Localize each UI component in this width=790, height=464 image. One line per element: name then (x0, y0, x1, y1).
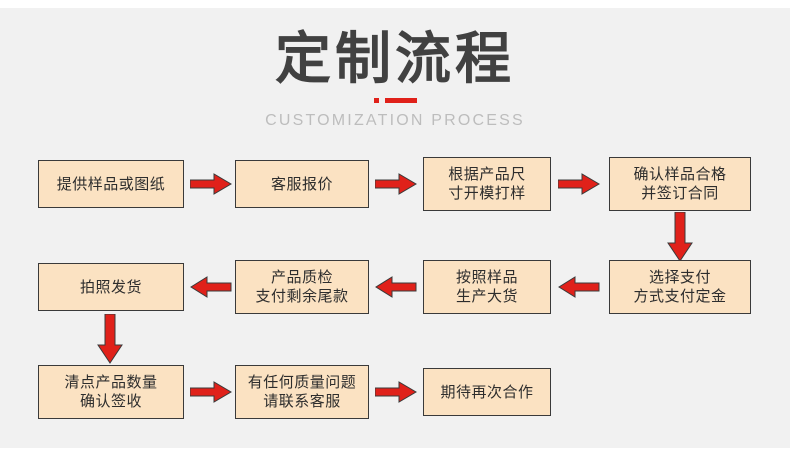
arrow-right-icon-r1-1 (190, 173, 232, 195)
arrow-right-icon-r1-2 (375, 173, 417, 195)
flow-node-5-line1: 拍照发货 (79, 278, 142, 296)
flow-node-11: 期待再次合作 (423, 368, 551, 416)
flow-node-3: 根据产品尺 寸开模打样 (423, 157, 551, 211)
flow-node-7-line1: 按照样品 (455, 269, 518, 286)
flow-node-6-line2: 支付剩余尾款 (255, 288, 349, 305)
divider-dash-icon (385, 98, 417, 103)
arrow-left-icon-r2-3 (558, 276, 600, 298)
arrow-left-icon-r2-1 (190, 276, 232, 298)
flow-node-3-line1: 根据产品尺 (448, 166, 526, 183)
flow-node-7: 按照样品 生产大货 (423, 260, 551, 314)
arrow-right-icon-r3-2 (375, 381, 417, 403)
flow-node-4-line1: 确认样品合格 (633, 166, 727, 183)
flow-node-4: 确认样品合格 并签订合同 (609, 157, 751, 211)
flow-node-10-line1: 有任何质量问题 (247, 374, 357, 391)
flow-node-6-line1: 产品质检 (270, 269, 333, 286)
arrow-down-icon-r2-r3 (96, 314, 124, 364)
flow-node-9: 清点产品数量 确认签收 (38, 365, 184, 419)
flow-node-1: 提供样品或图纸 (38, 160, 184, 208)
divider-dot-icon (374, 98, 379, 103)
flow-node-11-line1: 期待再次合作 (440, 383, 534, 401)
page-title: 定制流程 (275, 27, 515, 90)
flow-node-1-line1: 提供样品或图纸 (56, 175, 166, 193)
arrow-right-icon-r1-3 (558, 173, 600, 195)
flow-node-3-line2: 寸开模打样 (448, 185, 526, 202)
flow-node-9-line1: 清点产品数量 (64, 374, 158, 391)
flow-node-5: 拍照发货 (38, 263, 184, 311)
flow-node-2-line1: 客服报价 (270, 175, 333, 193)
flow-node-6: 产品质检 支付剩余尾款 (235, 260, 369, 314)
arrow-right-icon-r3-1 (190, 381, 232, 403)
flow-node-2: 客服报价 (235, 160, 369, 208)
title-divider (0, 94, 790, 106)
flow-node-8-line2: 方式支付定金 (633, 288, 727, 305)
header: 定制流程 CUSTOMIZATION PROCESS (0, 26, 790, 131)
flow-node-4-line2: 并签订合同 (641, 185, 719, 202)
page-subtitle: CUSTOMIZATION PROCESS (265, 112, 525, 129)
flow-node-7-line2: 生产大货 (455, 288, 518, 305)
flow-node-8: 选择支付 方式支付定金 (609, 260, 751, 314)
flow-node-8-line1: 选择支付 (648, 269, 711, 286)
flow-node-9-line2: 确认签收 (79, 393, 142, 410)
arrow-down-icon-r1-r2 (666, 212, 694, 262)
flow-node-10-line2: 请联系客服 (263, 393, 341, 410)
arrow-left-icon-r2-2 (375, 276, 417, 298)
flow-node-10: 有任何质量问题 请联系客服 (235, 365, 369, 419)
